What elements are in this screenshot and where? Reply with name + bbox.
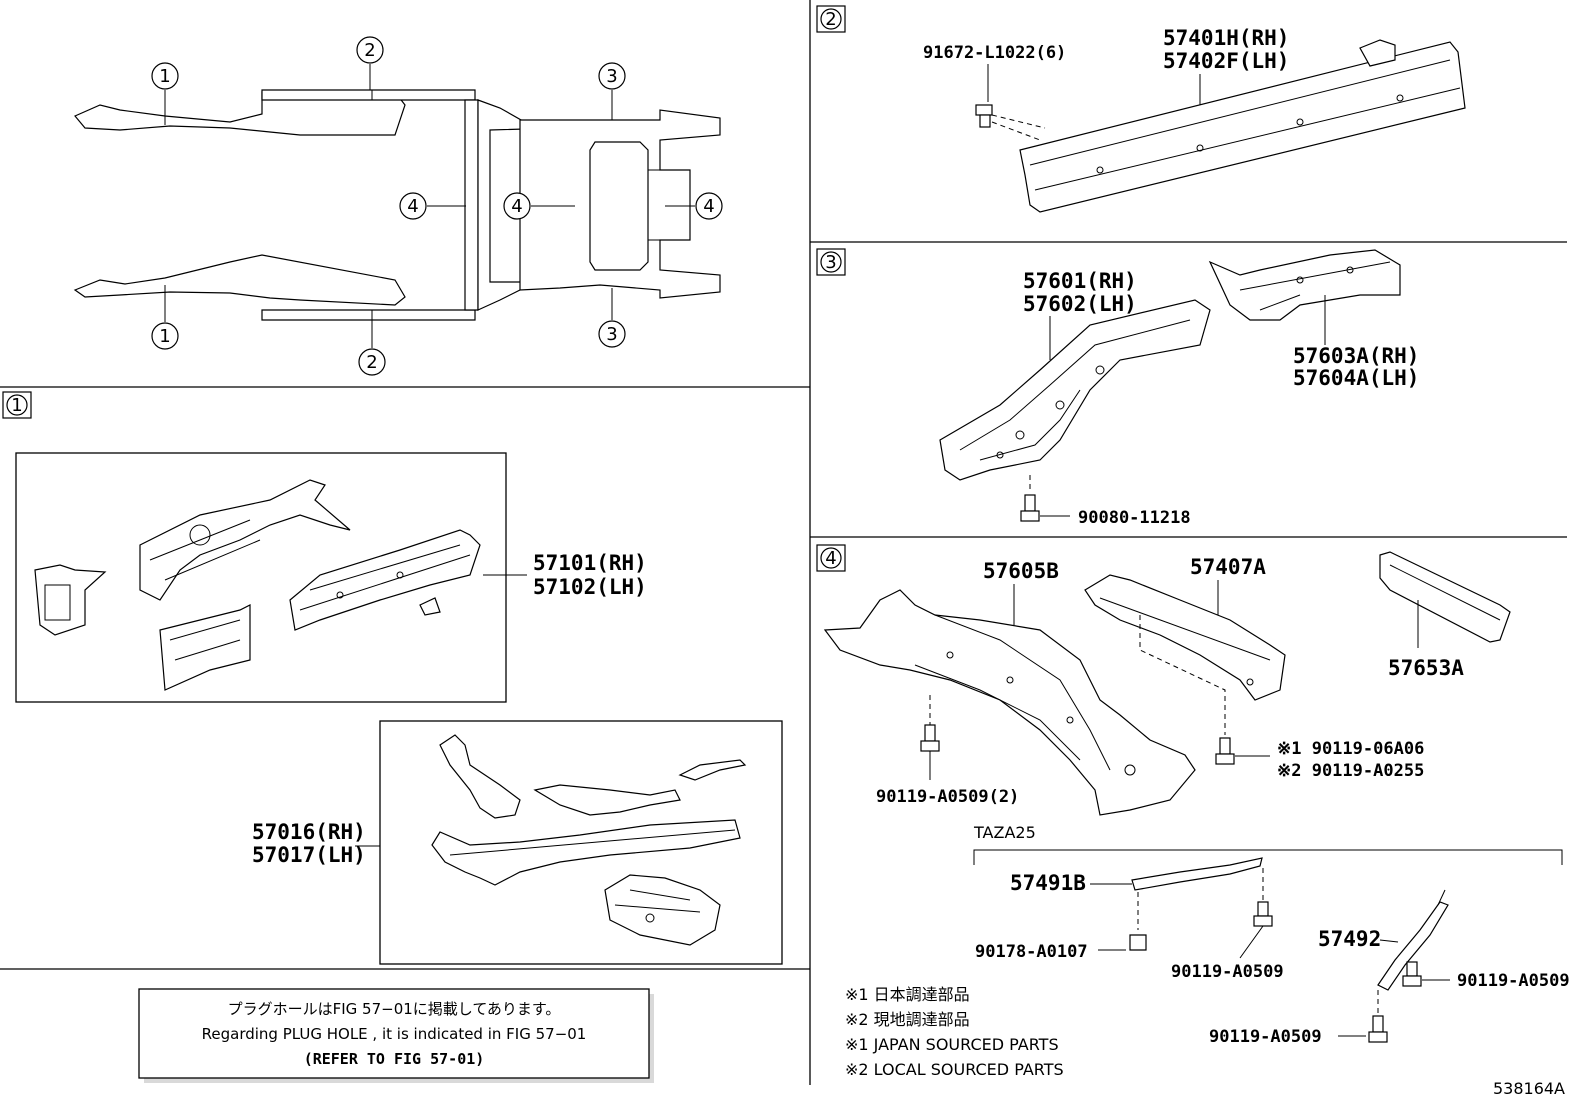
callout-1-bottom: 1: [159, 326, 170, 347]
notice-reference: (REFER TO FIG 57-01): [304, 1050, 485, 1068]
bracket-57653A: [1379, 551, 1511, 643]
section-4: 4 57605B 90119-A0509(2) 57407A ※1 90119-…: [816, 544, 1570, 1047]
part-57492-label[interactable]: 57492: [1318, 927, 1381, 951]
figure-id: 538164A: [1493, 1079, 1565, 1098]
section-3-marker: 3: [825, 252, 836, 273]
callout-4-center: 4: [511, 196, 522, 217]
callout-1-top: 1: [159, 66, 170, 87]
bolt-90119-06A06-label[interactable]: ※1 90119-06A06: [1277, 739, 1424, 759]
part-57402F-label[interactable]: 57402F(LH): [1163, 49, 1289, 73]
bolt-90119-A0509-a-label[interactable]: 90119-A0509: [1171, 962, 1284, 982]
part-57016-label[interactable]: 57016(RH): [252, 820, 366, 844]
legend-line-3: ※1 JAPAN SOURCED PARTS: [845, 1035, 1059, 1054]
part-57605B-label[interactable]: 57605B: [983, 559, 1059, 583]
group-b-box: [379, 720, 783, 965]
callout-2-bottom: 2: [366, 352, 377, 373]
callout-2-top: 2: [364, 40, 375, 61]
part-57601-label[interactable]: 57601(RH): [1023, 269, 1137, 293]
part-57604A-label[interactable]: 57604A(LH): [1293, 366, 1419, 390]
callout-4-right: 4: [703, 196, 714, 217]
part-57603A-label[interactable]: 57603A(RH): [1293, 344, 1419, 368]
legend-line-1: ※1 日本調達部品: [845, 985, 970, 1004]
section-4-marker: 4: [825, 548, 836, 569]
part-57102-label[interactable]: 57102(LH): [533, 575, 647, 599]
callout-3-bottom: 3: [606, 324, 617, 345]
variant-label: TAZA25: [973, 823, 1036, 842]
callout-4-left: 4: [407, 196, 418, 217]
notice-english: Regarding PLUG HOLE , it is indicated in…: [202, 1025, 587, 1043]
part-57101-label[interactable]: 57101(RH): [533, 551, 647, 575]
bolt-91672-label[interactable]: 91672-L1022(6): [923, 43, 1066, 63]
part-57491B-label[interactable]: 57491B: [1010, 871, 1086, 895]
group-a-box: [15, 452, 507, 703]
brace-57491B: [1131, 857, 1263, 891]
part-57602-label[interactable]: 57602(LH): [1023, 292, 1137, 316]
notice-japanese: プラグホールはFIG 57−01に掲載してあります。: [228, 1000, 561, 1018]
rear-rail-rear: [1208, 249, 1401, 321]
section-1-marker: 1: [11, 395, 22, 416]
legend: ※1 日本調達部品 ※2 現地調達部品 ※1 JAPAN SOURCED PAR…: [845, 985, 1064, 1079]
bolt-90119-A0509-b-label[interactable]: 90119-A0509: [1457, 971, 1570, 991]
section-2: 2 91672-L1022(6) 57401H(RH) 57402F(LH): [816, 5, 1466, 213]
part-57401H-label[interactable]: 57401H(RH): [1163, 26, 1289, 50]
rear-rail-front: [939, 299, 1211, 481]
bolt-90080-label[interactable]: 90080-11218: [1078, 508, 1191, 528]
rear-floor-member: [823, 589, 1196, 816]
brace-57492: [1377, 901, 1449, 991]
notice-box: プラグホールはFIG 57−01に掲載してあります。 Regarding PLU…: [138, 988, 654, 1083]
legend-line-2: ※2 現地調達部品: [845, 1010, 970, 1029]
legend-line-4: ※2 LOCAL SOURCED PARTS: [845, 1060, 1064, 1079]
part-57407A-label[interactable]: 57407A: [1190, 555, 1266, 579]
bolt-90119-A0509-2-label[interactable]: 90119-A0509(2): [876, 787, 1019, 807]
bolt-90119-A0509-c-label[interactable]: 90119-A0509: [1209, 1027, 1322, 1047]
cross-member-57407A: [1084, 574, 1286, 701]
panel-dividers: [0, 0, 1567, 1085]
section-3: 3 57601(RH) 57602(LH) 90080-11218 57603A…: [816, 248, 1419, 528]
nut-90178-A0107-label[interactable]: 90178-A0107: [975, 942, 1088, 962]
callout-3-top: 3: [606, 66, 617, 87]
section-2-marker: 2: [825, 9, 836, 30]
overview-callouts: 1 2 3 4 1 2 3 4 4: [151, 36, 723, 376]
section-1: 1 57101(RH) 57102(LH) 57016(RH) 57017(LH…: [2, 391, 783, 965]
bolt-90119-A0255-label[interactable]: ※2 90119-A0255: [1277, 761, 1424, 781]
overview-frame-drawing: [73, 89, 721, 321]
part-57653A-label[interactable]: 57653A: [1388, 656, 1464, 680]
part-57017-label[interactable]: 57017(LH): [252, 843, 366, 867]
